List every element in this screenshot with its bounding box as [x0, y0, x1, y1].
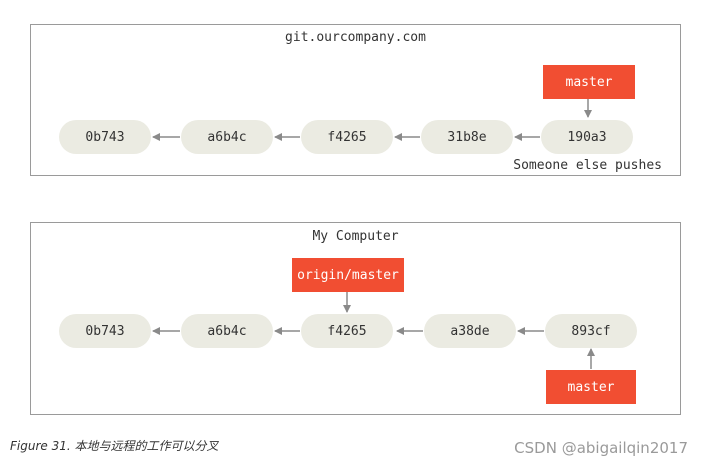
- local-commit-4: 893cf: [545, 314, 637, 348]
- local-master-branch-label: master: [546, 370, 636, 404]
- origin-master-branch-label: origin/master: [292, 258, 404, 292]
- remote-master-branch-label: master: [543, 65, 635, 99]
- remote-note: Someone else pushes: [513, 158, 662, 173]
- watermark: CSDN @abigailqin2017: [514, 439, 688, 457]
- remote-commit-1: a6b4c: [181, 120, 273, 154]
- local-panel-title: My Computer: [312, 229, 399, 244]
- remote-repository-panel: git.ourcompany.com master 0b743 a6b4c f4…: [30, 24, 681, 176]
- local-commit-3: a38de: [424, 314, 516, 348]
- local-commit-0: 0b743: [59, 314, 151, 348]
- remote-panel-title: git.ourcompany.com: [285, 30, 426, 45]
- figure-caption: Figure 31. 本地与远程的工作可以分叉: [10, 439, 219, 453]
- remote-commit-3: 31b8e: [421, 120, 513, 154]
- remote-commit-4: 190a3: [541, 120, 633, 154]
- local-commit-2: f4265: [301, 314, 393, 348]
- remote-commit-0: 0b743: [59, 120, 151, 154]
- local-repository-panel: My Computer origin/master 0b743 a6b4c f4…: [30, 222, 681, 415]
- local-commit-1: a6b4c: [181, 314, 273, 348]
- remote-commit-2: f4265: [301, 120, 393, 154]
